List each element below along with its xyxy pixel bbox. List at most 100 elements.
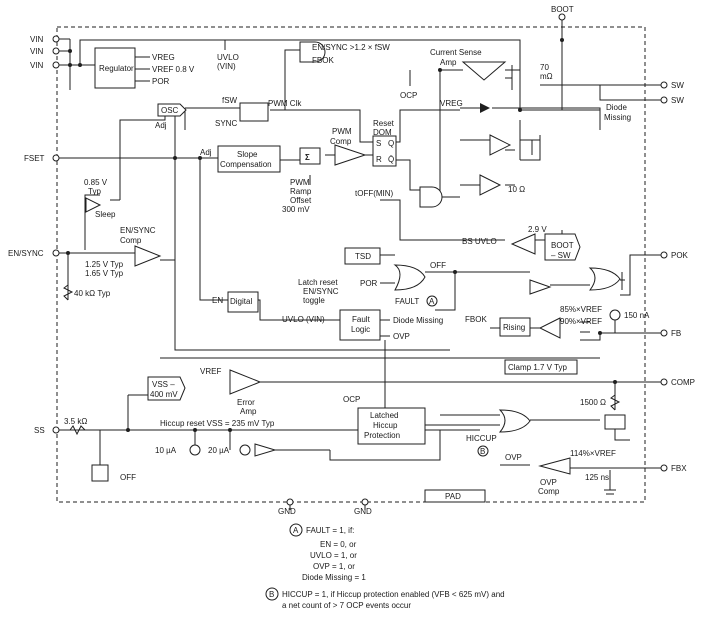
resistor-3k5 — [69, 425, 86, 436]
uvlo-vin-label-2: UVLO (VIN) — [282, 315, 325, 324]
and-gate-enable — [299, 41, 326, 63]
junctions — [66, 38, 617, 432]
note-a-line-3: OVP = 1, or — [313, 562, 355, 571]
resistor-40k — [63, 284, 74, 301]
ramp-label-3: Offset — [290, 196, 312, 205]
note-a-marker — [289, 523, 303, 537]
filter-cap — [604, 489, 616, 495]
hiccup-reset-label: Hiccup reset VSS = 235 mV Typ — [160, 419, 275, 428]
osc-label: OSC — [161, 106, 179, 115]
adj-label-2: Adj — [200, 148, 212, 157]
vss-offset-block — [147, 376, 186, 401]
por-output: POR — [152, 77, 170, 86]
fault-a-marker — [426, 295, 438, 307]
en-sync-freq-label: EN/SYNC >1.2 × fSW — [312, 43, 390, 52]
fault-label: FAULT — [395, 297, 419, 306]
regulator-block — [94, 47, 136, 89]
por-label-2: POR — [360, 279, 378, 288]
pok-mosfet — [621, 268, 631, 290]
off-label-2: OFF — [120, 473, 136, 482]
ramp-label-4: 300 mV — [282, 205, 310, 214]
pg-comparator — [538, 317, 561, 339]
i20-label: 20 µA — [208, 446, 230, 455]
adj-label-1: Adj — [155, 121, 167, 130]
digital-block — [227, 291, 259, 313]
note-b-line-2: a net count of > 7 OCP events occur — [282, 601, 411, 610]
hiccup-buffer — [254, 443, 277, 457]
vref-label-2: VREF — [200, 367, 221, 376]
ocp-label-top: OCP — [400, 91, 417, 100]
pin-comp: COMP — [671, 378, 695, 387]
t125-label: 125 ns — [585, 473, 609, 482]
ovp-label-2: OVP — [505, 453, 522, 462]
vss-label-1: VSS – — [152, 380, 175, 389]
en-sync-comparator — [134, 245, 162, 267]
pin-sw-2: SW — [671, 96, 684, 105]
fsw-label: fSW — [222, 96, 238, 105]
diode-missing-label-1: Diode — [606, 103, 627, 112]
note-a-line-1: EN = 0, or — [320, 540, 357, 549]
or-gate-hiccup — [498, 409, 531, 433]
high-side-mosfet — [505, 60, 521, 95]
pwm-comp-label-2: Comp — [330, 137, 352, 146]
latched-label-2: Hiccup — [373, 421, 398, 430]
fault-logic-label-1: Fault — [352, 315, 371, 324]
sleep-label: Sleep — [95, 210, 116, 219]
bs-uvlo-label: BS UVLO — [462, 237, 497, 246]
en-comp-label-1: EN/SYNC — [120, 226, 156, 235]
ss-switch — [91, 464, 109, 482]
sync-label: SYNC — [215, 119, 237, 128]
cs-amp-label-1: Current Sense — [430, 48, 482, 57]
pin-ss: SS — [34, 426, 45, 435]
fbok-label-top: FBOK — [312, 56, 334, 65]
v114-label: 114%×VREF — [570, 449, 616, 458]
pin-pok: POK — [671, 251, 689, 260]
pwm-comp-label-1: PWM — [332, 127, 352, 136]
rising-label: Rising — [503, 323, 525, 332]
pins — [52, 13, 668, 506]
v125-label: 1.25 V Typ — [85, 260, 124, 269]
latch-reset-label-1: Latch reset — [298, 278, 338, 287]
en-label: EN — [212, 296, 223, 305]
fault-logic-label-2: Logic — [351, 325, 370, 334]
sync-switch — [239, 102, 269, 122]
bs-uvlo-comparator — [510, 233, 536, 255]
boot-sw-block — [544, 233, 581, 261]
pwm-clk-label: PWM Clk — [268, 99, 302, 108]
r10-label: 10 Ω — [508, 185, 525, 194]
low-side-mosfet — [531, 135, 541, 160]
pwm-comparator — [334, 144, 367, 166]
latch-s: S — [376, 139, 381, 148]
digital-label: Digital — [230, 297, 252, 306]
latch-qbar: Q̄ — [388, 155, 394, 164]
and-gate-toff — [419, 186, 443, 208]
latch-r: R — [376, 155, 382, 164]
clamp-label: Clamp 1.7 V Typ — [508, 363, 568, 372]
rising-block — [499, 317, 531, 337]
pin-vin-1: VIN — [30, 35, 44, 44]
current-source-20ua — [239, 444, 251, 456]
current-source-150na — [609, 309, 621, 321]
latched-label-3: Protection — [364, 431, 400, 440]
v165-label: 1.65 V Typ — [85, 269, 124, 278]
v90-label: 90%×VREF — [560, 317, 602, 326]
v085-label: 0.85 V — [84, 178, 108, 187]
v29-label: 2.9 V — [528, 225, 547, 234]
hiccup-b-marker — [477, 445, 489, 457]
vref-output: VREF 0.8 V — [152, 65, 195, 74]
fault-a-letter: A — [429, 297, 435, 306]
latched-hiccup-block — [357, 407, 426, 445]
reset-label-1: Reset — [373, 119, 395, 128]
fbok-label-2: FBOK — [465, 315, 487, 324]
or-gate-off — [393, 264, 426, 291]
ovp-comp-label-2: Comp — [538, 487, 560, 496]
reset-label-2: DOM — [373, 128, 392, 137]
pin-pad: PAD — [445, 492, 461, 501]
pin-vin-2: VIN — [30, 47, 44, 56]
summer-block — [299, 147, 321, 165]
r35k-label: 3.5 kΩ — [64, 417, 87, 426]
note-a-line-2: UVLO = 1, or — [310, 551, 357, 560]
note-b-marker — [265, 587, 279, 601]
uvlo-label: UVLO — [217, 53, 239, 62]
